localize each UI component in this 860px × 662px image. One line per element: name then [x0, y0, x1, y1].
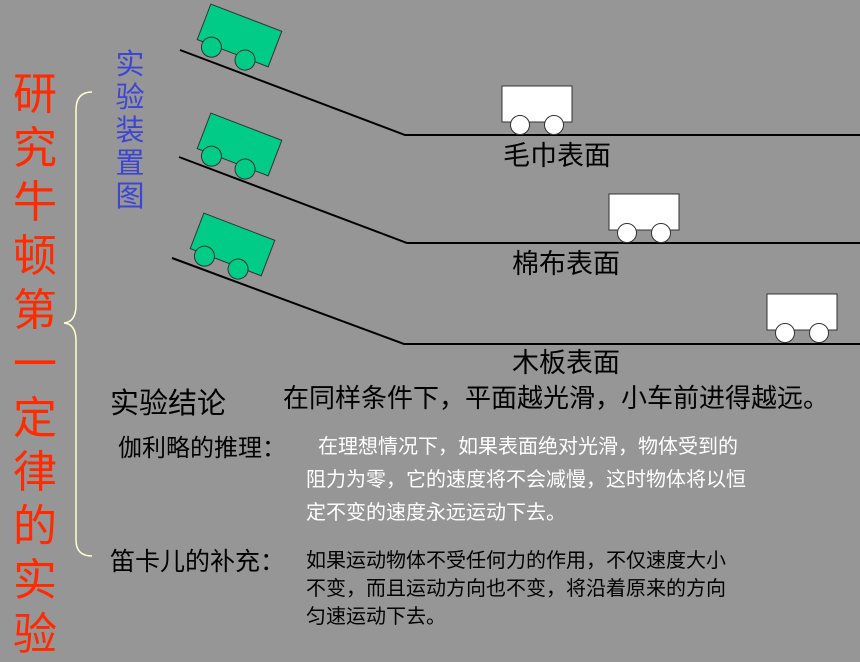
- brace-icon: [63, 91, 93, 557]
- galileo-line: 定不变的速度永远运动下去。: [306, 500, 566, 524]
- descartes-text: 如果运动物体不受任何力的作用，不仅速度大小 不变，而且运动方向也不变，将沿着原来…: [306, 546, 826, 630]
- galileo-line: 阻力为零，它的速度将不会减慢，这时物体将以恒: [306, 467, 746, 491]
- descartes-line: 如果运动物体不受任何力的作用，不仅速度大小: [306, 548, 726, 572]
- track-cotton: [178, 156, 860, 244]
- surface-label-wood: 木板表面: [512, 348, 620, 379]
- experiment-diagram: [63, 3, 860, 557]
- ramp-cart-3: [189, 212, 276, 280]
- track-towel: [179, 49, 860, 136]
- ramp-cart-2: [196, 112, 283, 180]
- galileo-label: 伽利略的推理：: [118, 434, 286, 462]
- descartes-label: 笛卡儿的补充：: [110, 547, 286, 576]
- galileo-line: 在理想情况下，如果表面绝对光滑，物体受到的: [318, 434, 738, 458]
- ramp-cart-1: [196, 3, 283, 71]
- descartes-line: 不变，而且运动方向也不变，将沿着原来的方向: [306, 576, 726, 600]
- track-wood: [171, 257, 860, 345]
- conclusion-text: 在同样条件下，平面越光滑，小车前进得越远。: [283, 384, 830, 414]
- surface-label-towel: 毛巾表面: [503, 141, 611, 172]
- flat-cart-2: [608, 193, 680, 243]
- galileo-text: 在理想情况下，如果表面绝对光滑，物体受到的 阻力为零，它的速度将不会减慢，这时物…: [306, 430, 841, 529]
- apparatus-label: 实验装置图: [115, 47, 145, 213]
- side-title: 研究牛顿第一定律的实验: [13, 69, 57, 660]
- descartes-line: 匀速运动下去。: [306, 604, 446, 628]
- surface-label-cotton: 棉布表面: [512, 249, 620, 280]
- flat-cart-3: [766, 293, 838, 343]
- conclusion-label: 实验结论: [110, 386, 227, 420]
- flat-cart-1: [501, 85, 573, 135]
